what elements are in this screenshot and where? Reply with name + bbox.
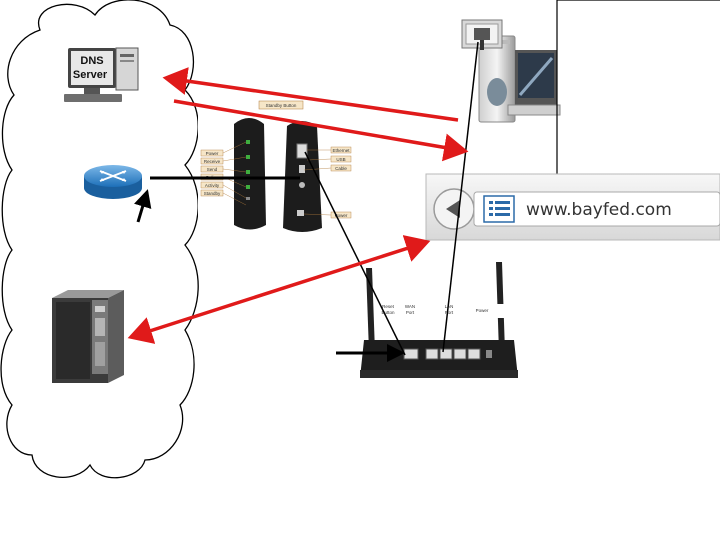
desktop-pc-icon: [461, 19, 561, 123]
browser-back-icon: [446, 200, 460, 218]
modem-label: Ethernet: [332, 148, 350, 153]
dns-label-line1: DNS: [80, 55, 103, 67]
url-text: www.bayfed.com: [526, 200, 672, 220]
cable-modem-icon: Standby Button Power Receive Send Online…: [198, 100, 358, 236]
dns-query-arrows: [127, 67, 469, 344]
router-port-label: LAN: [445, 304, 454, 309]
router-port-label: Reset: [382, 304, 395, 309]
router-disc-icon: [84, 165, 142, 199]
modem-label: Standby: [204, 191, 221, 196]
modem-label: Cable: [335, 166, 347, 171]
page-favicon-icon: [483, 195, 515, 223]
modem-right-labels: Ethernet USB Cable Power: [303, 146, 352, 219]
wireless-router-icon: Reset Button WAN Port LAN Port Power: [360, 262, 518, 378]
modem-left-labels: Power Receive Send Online Activity Stand…: [200, 141, 247, 206]
cloud-shape: [0, 0, 199, 479]
url-field[interactable]: [473, 191, 720, 227]
modem-label: USB: [336, 157, 345, 162]
dns-label-line2: Server: [73, 69, 108, 81]
router-port-label: WAN: [405, 304, 415, 309]
router-port-label: Power: [476, 308, 489, 313]
modem-title-label: Standby Button: [266, 103, 297, 108]
modem-label: Receive: [204, 159, 221, 164]
modem-label: Power: [206, 151, 219, 156]
router-port-label: Port: [445, 310, 454, 315]
dns-server-icon: DNS Server: [64, 47, 139, 102]
modem-label: Activity: [205, 183, 220, 188]
router-port-label: Port: [406, 310, 415, 315]
modem-label: Send: [207, 167, 218, 172]
browser-address-bar[interactable]: www.bayfed.com: [425, 173, 720, 241]
tower-server-icon: [52, 290, 124, 383]
modem-label: Power: [335, 213, 348, 218]
